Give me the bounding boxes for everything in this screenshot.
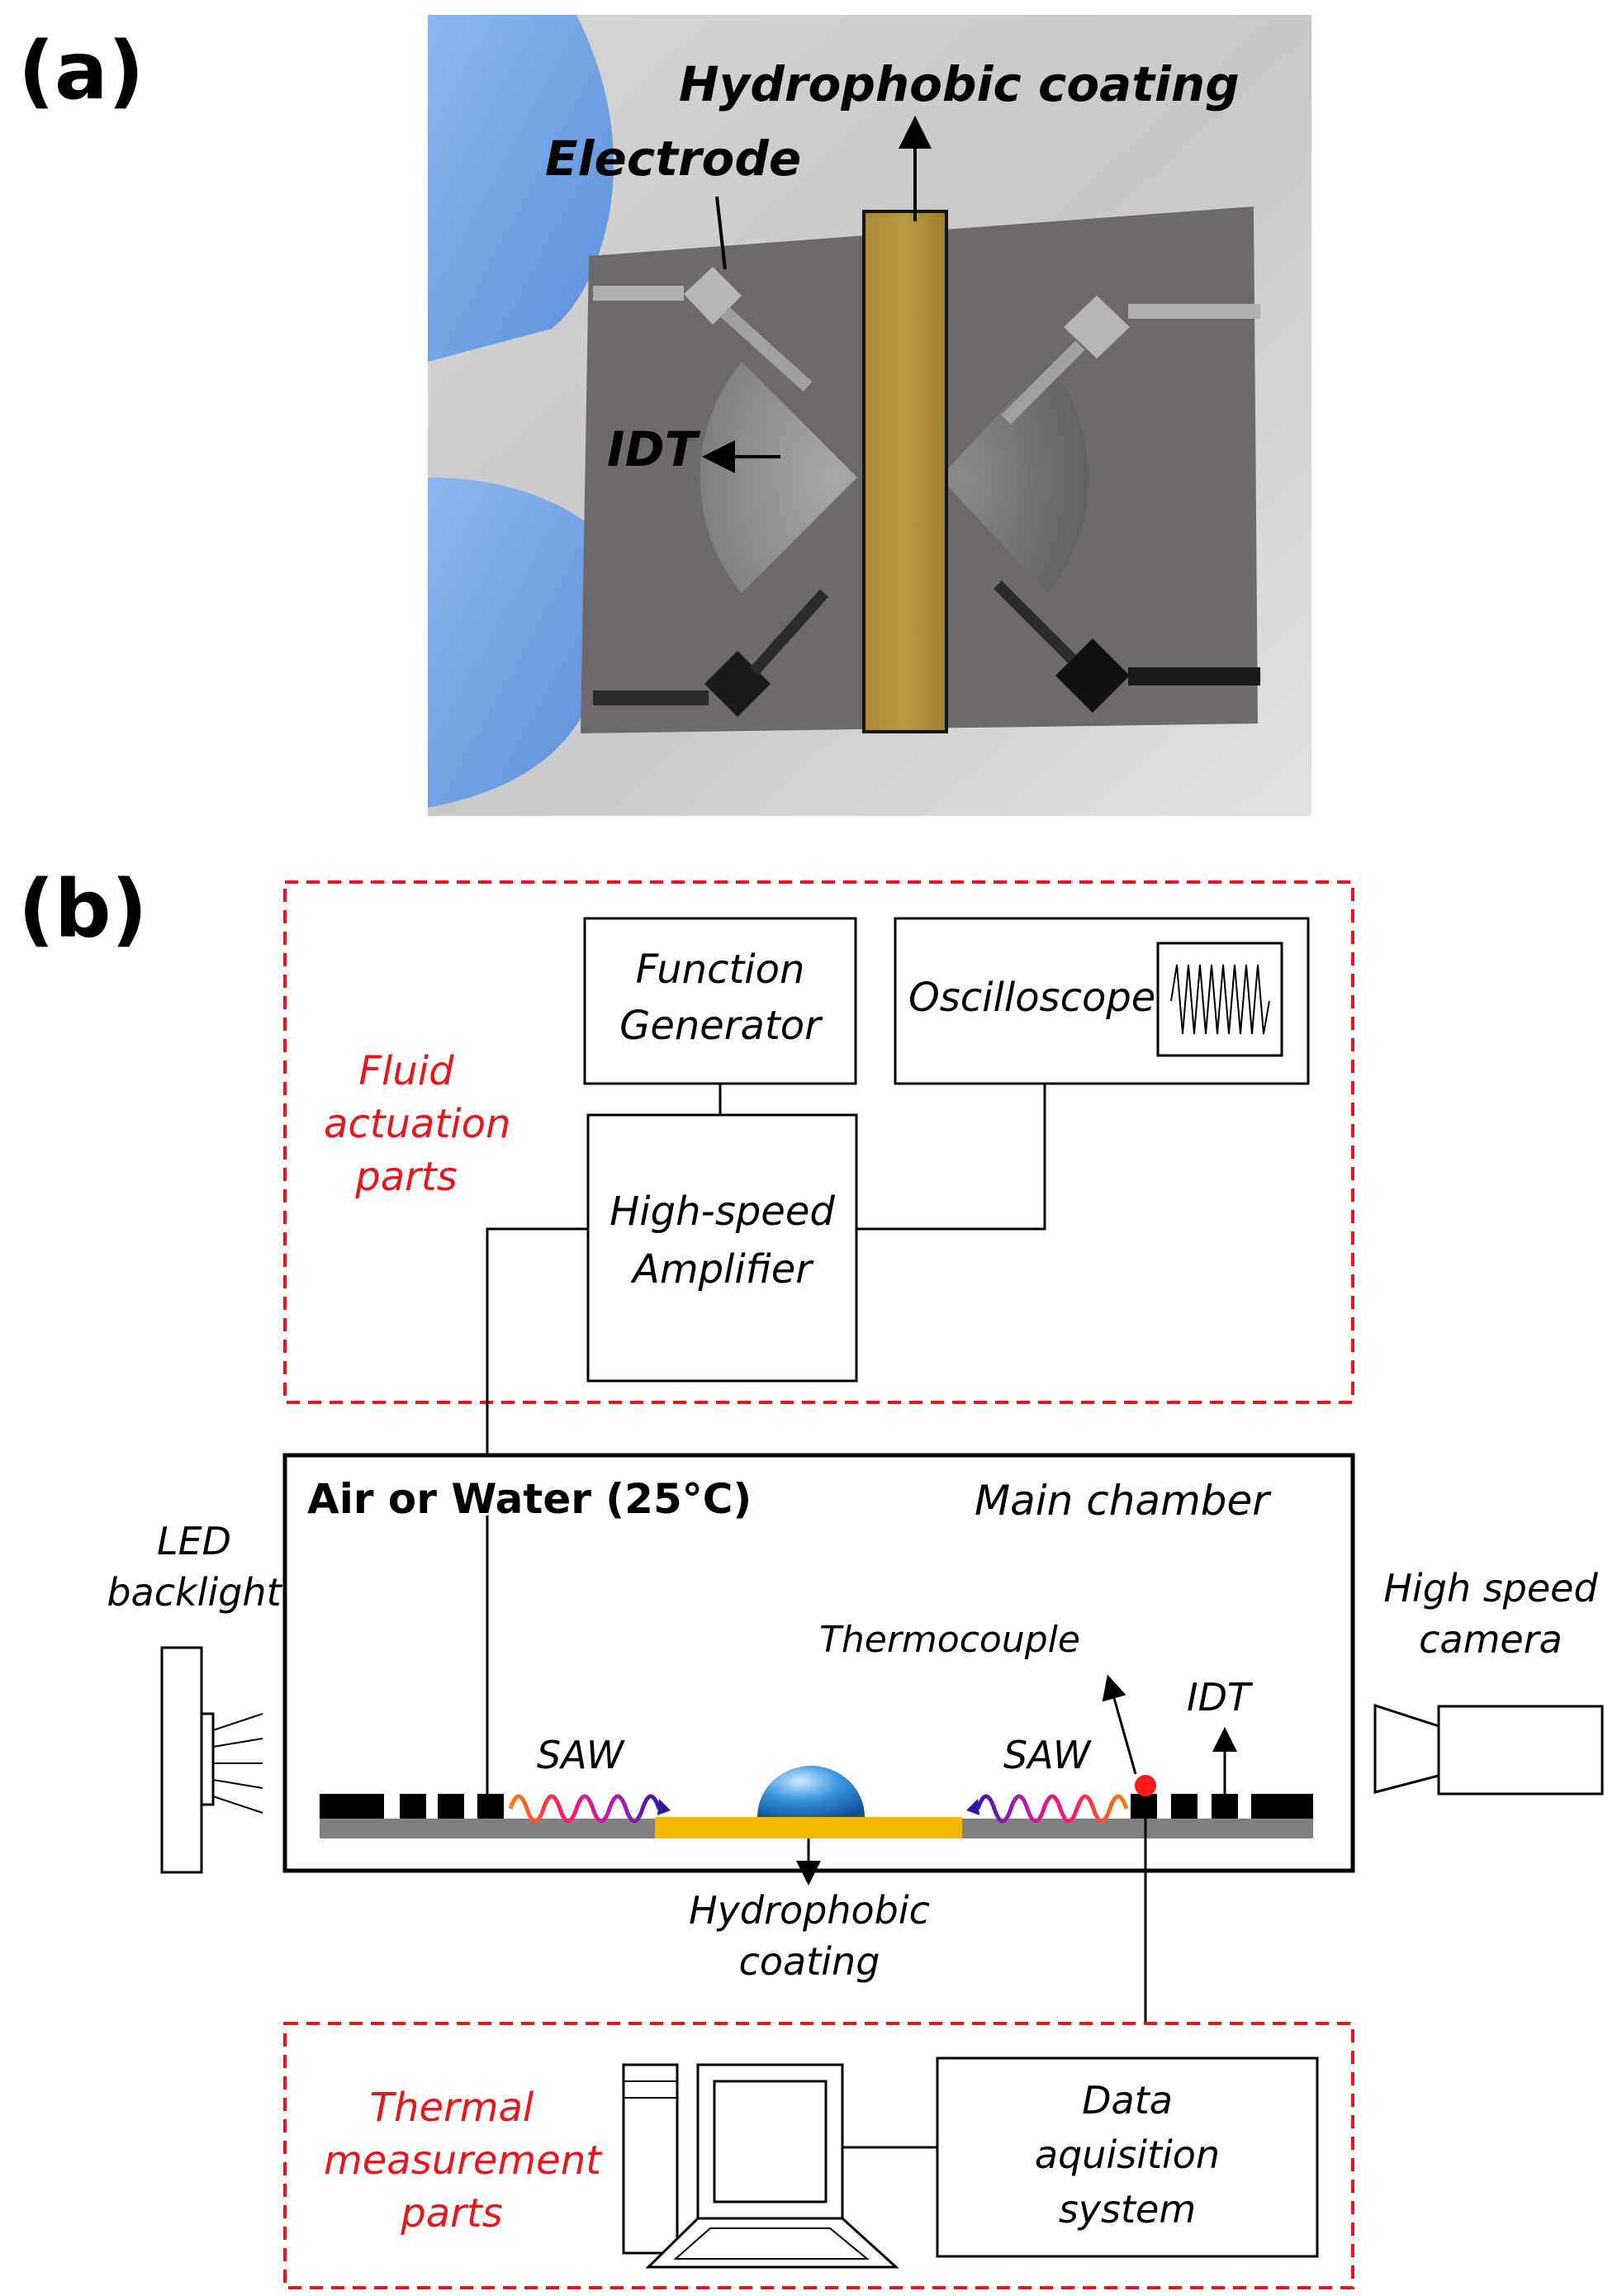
led-line-2: backlight — [107, 1570, 282, 1615]
daq-line-1: Data — [1082, 2078, 1173, 2123]
annotation-idt: IDT — [607, 421, 698, 477]
fluid-actuation-line-2: actuation — [324, 1101, 511, 1147]
led-ray-1 — [212, 1713, 263, 1731]
led-line-1: LED — [156, 1519, 232, 1563]
saw-left-label: SAW — [537, 1733, 624, 1777]
panel-b-label: (b) — [18, 863, 148, 956]
glove-bottom — [428, 477, 609, 808]
thermal-line-3: parts — [401, 2190, 503, 2237]
oscilloscope-label: Oscilloscope — [908, 975, 1156, 1021]
left-electrode-4 — [477, 1794, 504, 1819]
thermocouple-arrow — [1102, 1674, 1137, 1775]
chamber-idt-label: IDT — [1187, 1675, 1251, 1720]
scope-amp-connector — [856, 1084, 1046, 1231]
panel-a-label: (a) — [18, 25, 145, 117]
left-top-lead — [593, 286, 684, 301]
coating-line-1: Hydrophobic — [689, 1888, 930, 1933]
right-bottom-lead — [1128, 667, 1260, 685]
camera-lens — [1373, 1703, 1440, 1794]
right-top-electrode-pad — [1064, 296, 1130, 358]
saw-wave-right — [975, 1794, 1129, 1824]
right-top-lead — [1128, 304, 1260, 319]
led-ray-4 — [212, 1779, 263, 1789]
left-top-bus — [720, 307, 813, 391]
camera-body — [1437, 1705, 1604, 1796]
amplifier-box — [586, 1113, 858, 1383]
led-ray-2 — [212, 1738, 263, 1748]
fluid-actuation-line-1: Fluid — [358, 1048, 454, 1094]
saw-left-arrowhead — [657, 1799, 671, 1815]
function-generator-line-2: Generator — [619, 1003, 821, 1049]
daq-line-3: system — [1058, 2187, 1197, 2232]
saw-right-label: SAW — [1003, 1733, 1091, 1777]
oscilloscope-wave-icon — [1170, 964, 1270, 1035]
amplifier-label: High-speed Amplifier — [588, 1183, 856, 1298]
thermal-line-2: measurement — [324, 2137, 601, 2184]
computer-screen — [713, 2080, 828, 2203]
coating-label: Hydrophobic coating — [677, 1885, 941, 1987]
thermal-line-1: Thermal — [369, 2085, 534, 2131]
keyboard-keys — [673, 2227, 870, 2260]
saw-right-arrowhead — [966, 1799, 979, 1815]
device-photo-drawing — [428, 15, 1311, 816]
thermal-measurement-label: Thermal measurement parts — [324, 2081, 601, 2240]
annotation-hydrophobic-coating: Hydrophobic coating — [679, 56, 1240, 112]
function-generator-label: Function Generator — [585, 942, 856, 1054]
saw-wave-left — [508, 1794, 662, 1824]
computer-tower — [622, 2063, 679, 2255]
led-backlight-label: LED backlight — [99, 1516, 289, 1618]
led-emitter — [200, 1712, 215, 1806]
thermocouple-dot — [1135, 1775, 1156, 1796]
left-bottom-lead — [593, 690, 709, 705]
camera-line-2: camera — [1419, 1617, 1563, 1662]
right-electrode-3 — [1212, 1794, 1238, 1819]
chamber-medium-label: Air or Water (25°C) — [307, 1475, 752, 1523]
device-photo — [428, 15, 1311, 816]
hydrophobic-coating-strip — [862, 210, 948, 733]
right-electrode-4 — [1251, 1794, 1313, 1819]
amplifier-line-1: High-speed — [609, 1188, 835, 1235]
amplifier-line-2: Amplifier — [632, 1246, 812, 1293]
fluid-actuation-line-3: parts — [355, 1154, 458, 1200]
annotation-electrode: Electrode — [545, 130, 802, 187]
daq-line-2: aquisition — [1034, 2132, 1221, 2177]
function-generator-box — [583, 917, 857, 1085]
coating-layer — [655, 1817, 962, 1838]
droplet — [757, 1766, 865, 1817]
fluid-actuation-label: Fluid actuation parts — [324, 1045, 511, 1203]
thermocouple-label: Thermocouple — [819, 1619, 1080, 1661]
line-electrode — [715, 196, 727, 270]
left-idt-fan — [700, 362, 857, 593]
glove-top — [428, 15, 614, 362]
led-ray-5 — [212, 1796, 263, 1814]
amp-chip-connector-upper — [486, 1227, 588, 1455]
right-bottom-bus — [994, 581, 1076, 663]
camera-label: High speed camera — [1367, 1563, 1615, 1665]
daq-label: Data aquisition system — [937, 2073, 1317, 2237]
main-chamber-label: Main chamber — [975, 1477, 1269, 1525]
left-electrode-3 — [438, 1794, 464, 1819]
coating-line-2: coating — [738, 1939, 880, 1984]
led-panel — [160, 1646, 203, 1874]
right-idt-fan — [940, 362, 1089, 593]
right-electrode-1 — [1131, 1794, 1157, 1819]
camera-line-1: High speed — [1383, 1566, 1598, 1611]
right-top-bus — [1001, 340, 1085, 425]
left-electrode-1 — [320, 1794, 384, 1819]
right-electrode-2 — [1171, 1794, 1198, 1819]
left-electrode-2 — [400, 1794, 426, 1819]
left-bottom-bus — [749, 589, 829, 676]
function-generator-line-1: Function — [635, 946, 805, 993]
daq-box — [936, 2056, 1319, 2258]
